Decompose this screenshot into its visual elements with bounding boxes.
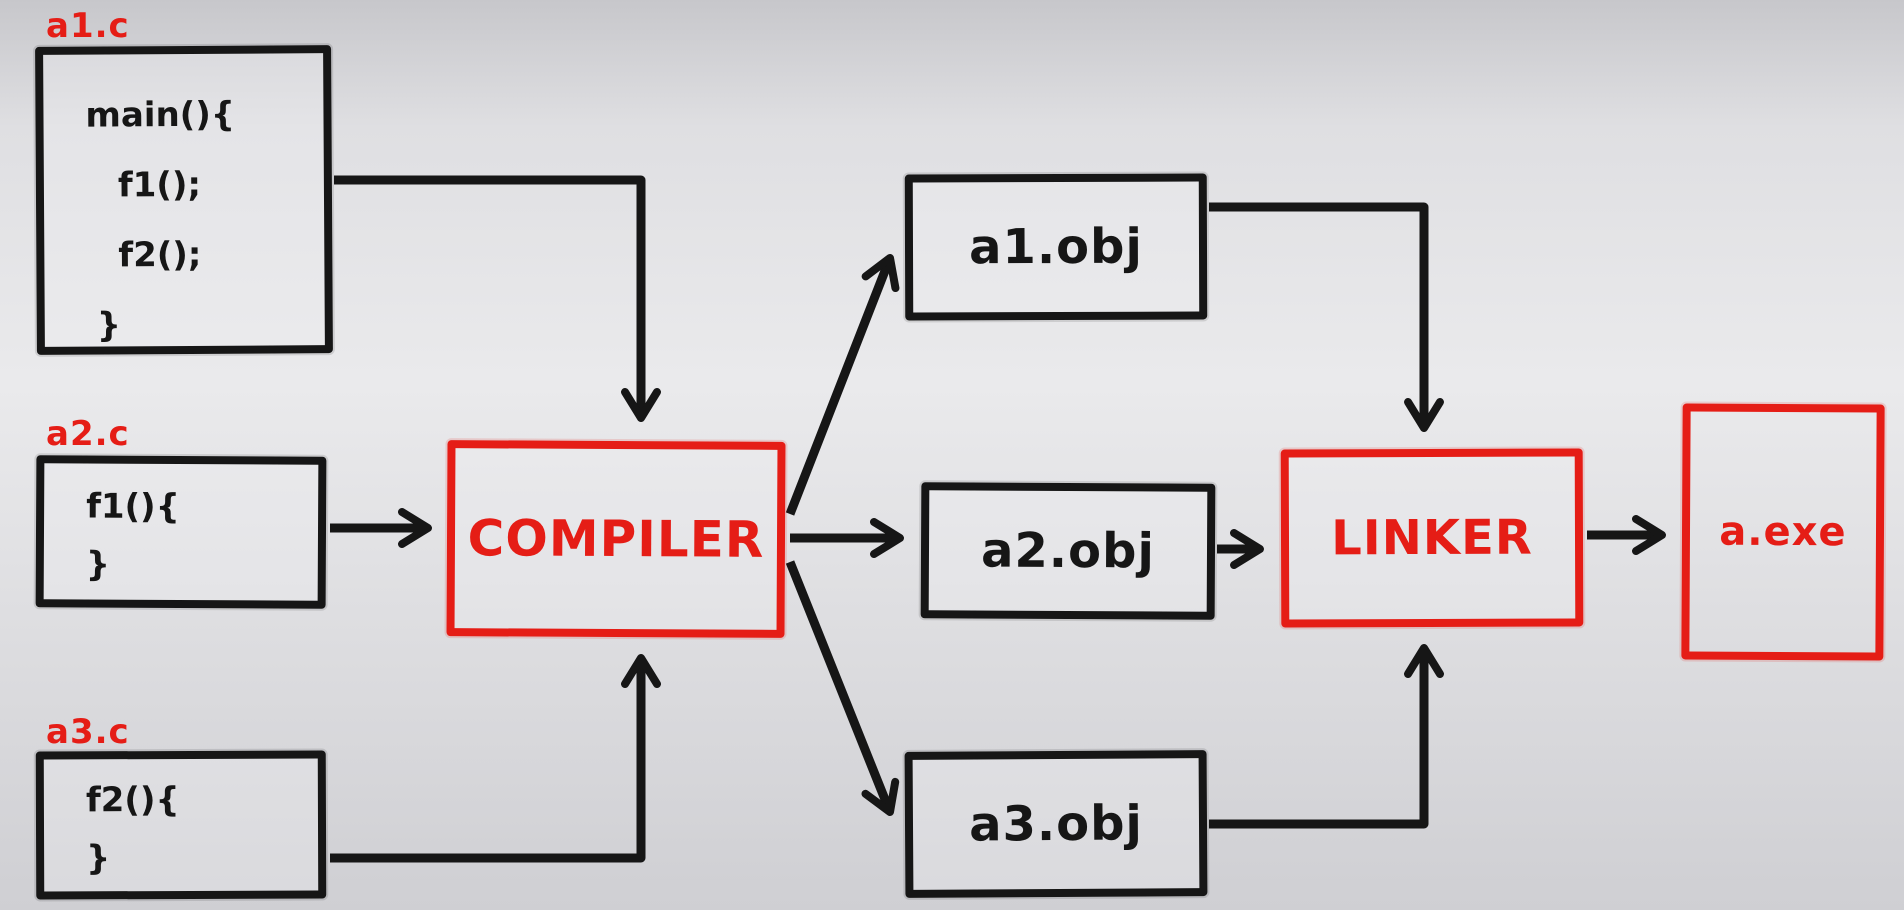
source-file-box-a1c: main(){ f1(); f2(); } bbox=[35, 45, 333, 355]
linker-box: LINKER bbox=[1280, 448, 1584, 628]
code-line: } bbox=[85, 544, 111, 585]
source-code-a3c: f2(){ } bbox=[44, 759, 318, 888]
arrow-a3obj-to-linker-icon bbox=[1209, 644, 1444, 829]
code-line: } bbox=[96, 305, 122, 346]
code-line: f1(){ bbox=[86, 486, 180, 527]
code-line: } bbox=[86, 838, 111, 879]
code-line: f2(); bbox=[118, 234, 202, 276]
source-file-label-a1c: a1.c bbox=[46, 6, 130, 46]
object-file-box-a1obj: a1.obj bbox=[904, 173, 1208, 321]
compiler-box: COMPILER bbox=[446, 440, 786, 638]
source-file-label-a3c: a3.c bbox=[46, 712, 130, 752]
arrow-compiler-to-a1obj-icon bbox=[785, 254, 900, 516]
arrow-a1c-to-compiler-icon bbox=[334, 175, 661, 422]
output-file-box-aexe: a.exe bbox=[1681, 403, 1885, 661]
source-file-box-a3c: f2(){ } bbox=[35, 750, 327, 900]
object-file-label-a1obj: a1.obj bbox=[968, 218, 1144, 276]
arrow-a3c-to-compiler-icon bbox=[330, 654, 661, 863]
object-file-label-a2obj: a2.obj bbox=[980, 522, 1156, 580]
output-file-label-aexe: a.exe bbox=[1719, 508, 1847, 556]
object-file-box-a2obj: a2.obj bbox=[920, 482, 1216, 620]
arrow-a1obj-to-linker-icon bbox=[1209, 202, 1444, 432]
source-file-box-a2c: f1(){ } bbox=[35, 455, 327, 609]
code-line: f1(); bbox=[117, 164, 202, 206]
source-file-label-a2c: a2.c bbox=[46, 414, 130, 454]
source-code-a2c: f1(){ } bbox=[44, 463, 319, 594]
object-file-label-a3obj: a3.obj bbox=[968, 795, 1144, 853]
arrow-compiler-to-a3obj-icon bbox=[785, 560, 900, 816]
linker-label: LINKER bbox=[1331, 509, 1533, 567]
code-line: f2(){ bbox=[85, 780, 180, 821]
compiler-label: COMPILER bbox=[467, 509, 765, 569]
object-file-box-a3obj: a3.obj bbox=[904, 750, 1208, 898]
source-code-a1c: main(){ f1(); f2(); } bbox=[43, 53, 325, 361]
code-line: main(){ bbox=[85, 94, 236, 136]
